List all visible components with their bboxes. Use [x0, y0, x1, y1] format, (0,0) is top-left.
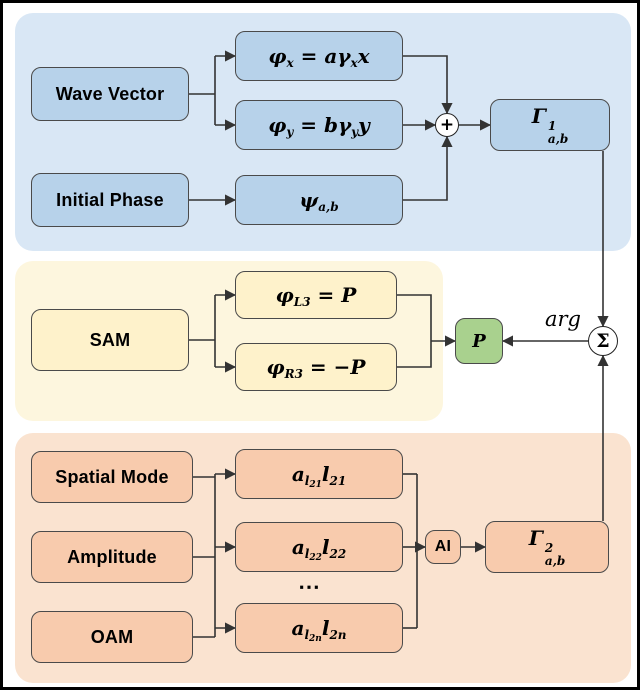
initial-phase-box: Initial Phase [31, 173, 189, 227]
top-section-wires [189, 50, 609, 328]
p-label: P [472, 330, 486, 352]
al22-term-box: al22l22 [235, 522, 403, 572]
al21-formula: al21l21 [291, 462, 347, 490]
amplitude-box: Amplitude [31, 531, 193, 583]
bottom-section-wires [193, 354, 609, 638]
spatial-mode-label: Spatial Mode [55, 466, 169, 487]
ai-box: AI [425, 530, 461, 564]
amplitude-label: Amplitude [67, 546, 157, 567]
initial-phase-label: Initial Phase [56, 189, 164, 210]
sum-operator-circle: Σ [588, 326, 618, 356]
phi-l3-equation-box: φL3 = P [235, 271, 397, 319]
sigma-sign: Σ [596, 330, 610, 352]
spatial-mode-box: Spatial Mode [31, 451, 193, 503]
phi-y-formula: φy = bγyy [268, 113, 370, 139]
phi-x-equation-box: φx = aγxx [235, 31, 403, 81]
al2n-term-box: al2nl2n [235, 603, 403, 653]
phi-x-formula: φx = aγxx [268, 44, 370, 70]
al22-formula: al22l22 [291, 535, 347, 563]
ellipsis-dots: ⋯ [298, 574, 322, 599]
psi-ab-formula: ψa,b [299, 188, 339, 214]
al21-term-box: al21l21 [235, 449, 403, 499]
psi-ab-box: ψa,b [235, 175, 403, 225]
phi-l3-formula: φL3 = P [275, 283, 357, 309]
phi-r3-equation-box: φR3 = −P [235, 343, 397, 391]
plus-operator-circle: + [435, 113, 459, 137]
plus-sign: + [439, 115, 455, 135]
middle-section-wires [189, 289, 588, 373]
ai-label: AI [434, 538, 452, 555]
phi-y-equation-box: φy = bγyy [235, 100, 403, 150]
wave-vector-box: Wave Vector [31, 67, 189, 121]
phi-r3-formula: φR3 = −P [266, 355, 366, 381]
p-result-box: P [455, 318, 503, 364]
wave-vector-label: Wave Vector [55, 83, 165, 104]
sam-label: SAM [89, 329, 131, 350]
al2n-formula: al2nl2n [291, 616, 347, 644]
oam-label: OAM [90, 626, 134, 647]
oam-box: OAM [31, 611, 193, 663]
sam-box: SAM [31, 309, 189, 371]
arg-label: arg [544, 307, 581, 331]
connector-arrows [189, 50, 609, 638]
